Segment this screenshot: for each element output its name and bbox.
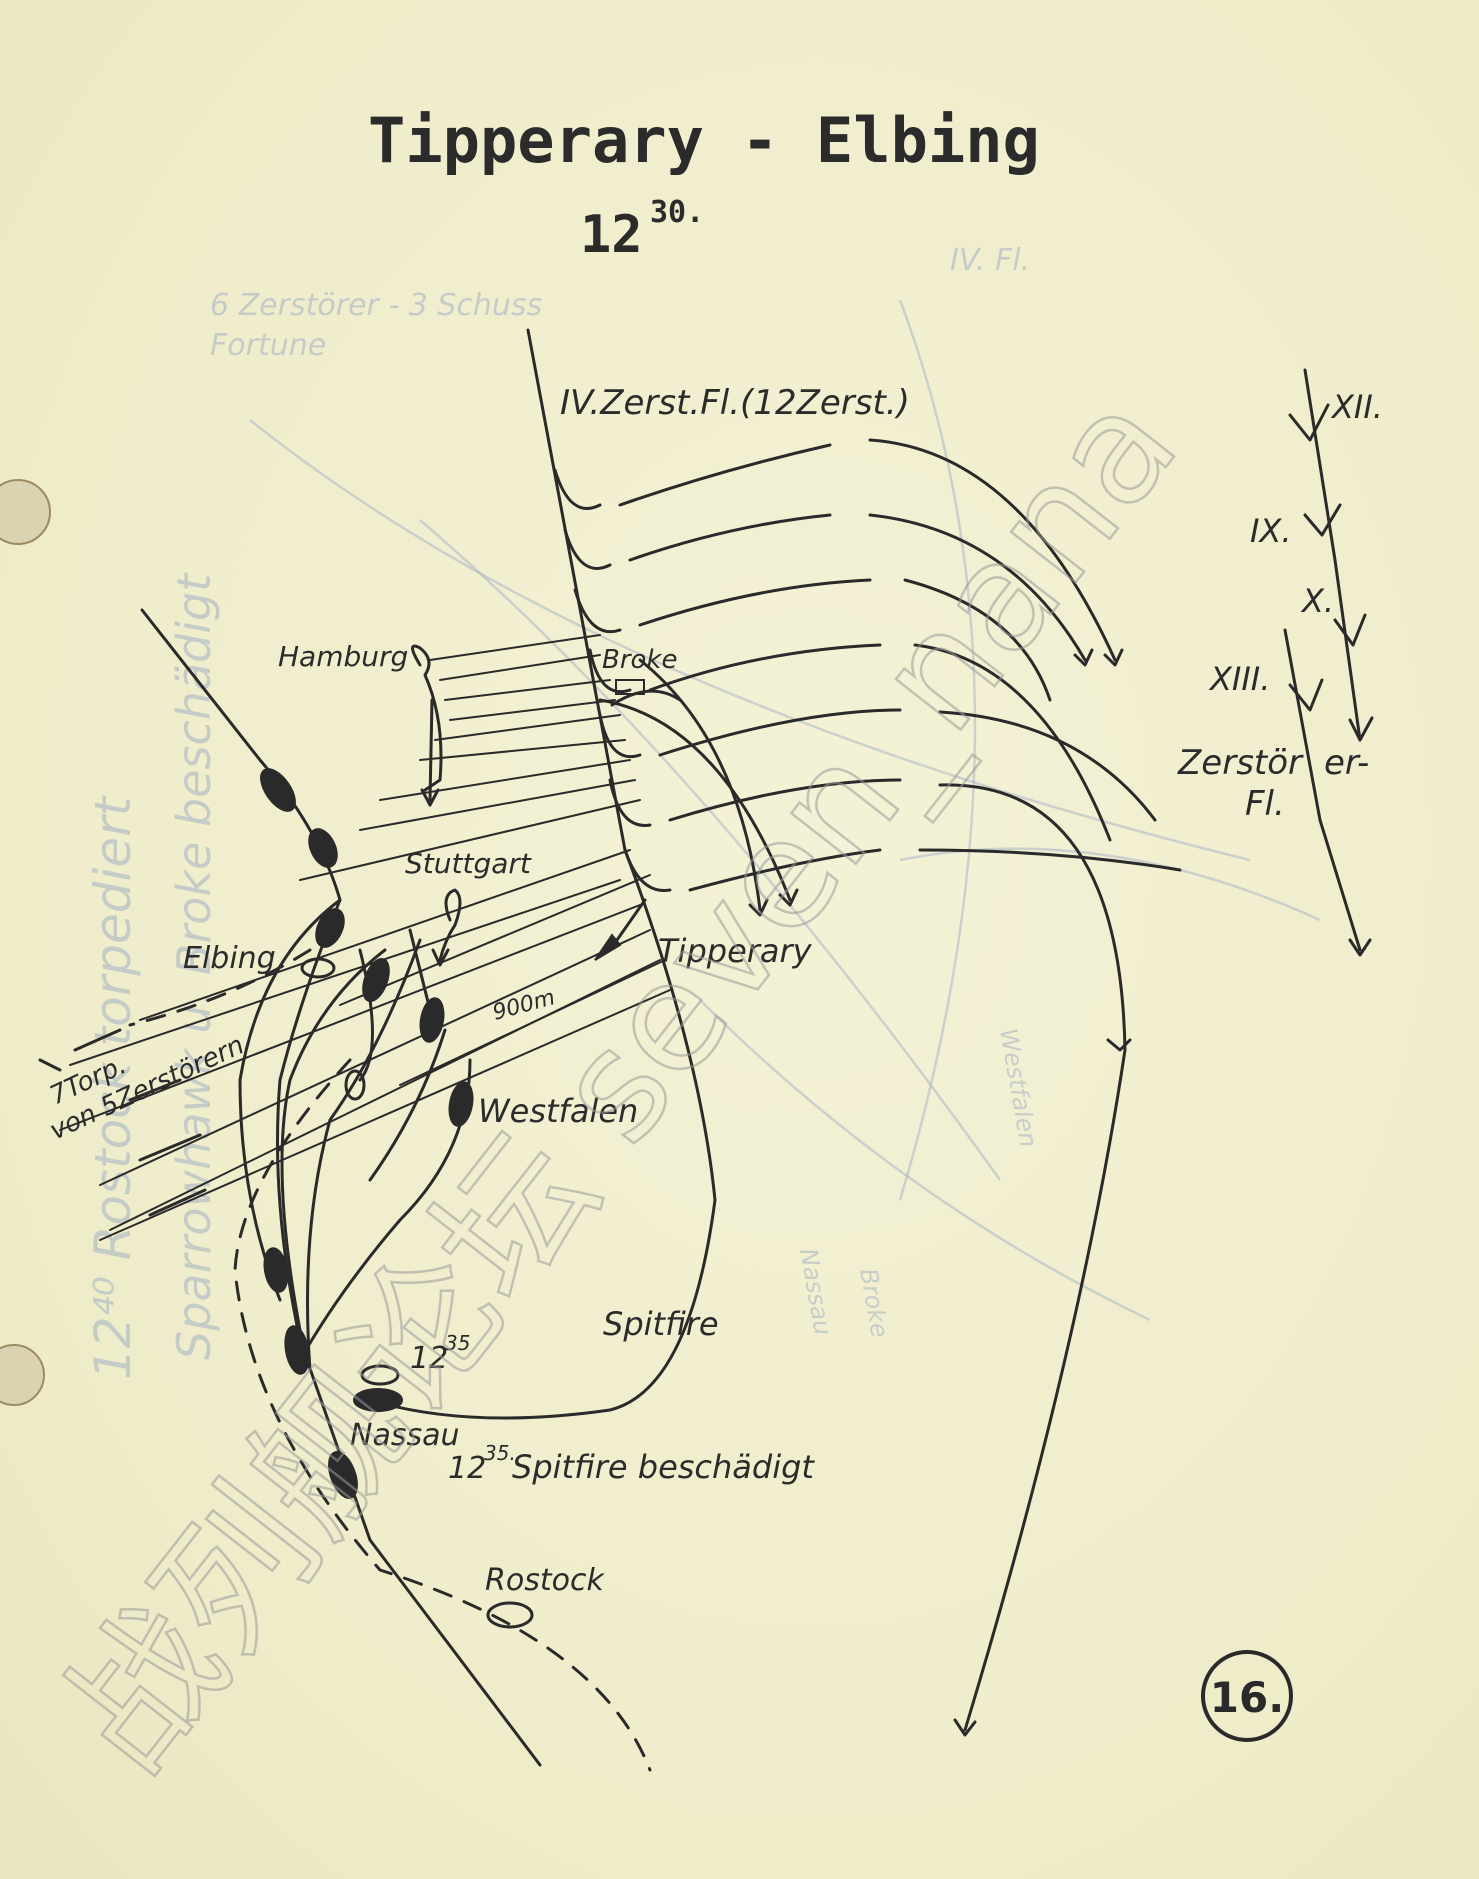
page-number: 16. bbox=[1210, 1673, 1284, 1722]
title-time: 12 bbox=[580, 205, 643, 265]
label-distance: 900m bbox=[490, 985, 558, 1026]
bleed-through-layer: 12⁴⁰ Rostock torpediert Sparrowhawk u. B… bbox=[84, 243, 1321, 1380]
page-number-circle bbox=[1201, 1650, 1293, 1742]
broke-track bbox=[610, 689, 682, 707]
label-zerstoerer-2: er- bbox=[1324, 743, 1369, 783]
label-flotilla-xii: XII. bbox=[1330, 388, 1383, 426]
label-broke: Broke bbox=[602, 645, 678, 675]
bleed-text-2: Sparrowhawk u. Broke beschädigt bbox=[167, 572, 221, 1360]
bleed-text-4: 6 Zerstörer - 3 Schuss bbox=[210, 288, 542, 323]
label-rostock: Rostock bbox=[485, 1563, 605, 1598]
bleed-text-1: 12⁴⁰ Rostock torpediert bbox=[84, 794, 142, 1380]
label-nassau: Nassau bbox=[350, 1418, 459, 1453]
label-elbing: Elbing bbox=[183, 941, 276, 976]
label-flotilla-x: X. bbox=[1300, 582, 1334, 620]
punch-hole-bottom bbox=[0, 1344, 45, 1406]
hamburg-arrow-line bbox=[428, 698, 434, 802]
torpedo-tracks bbox=[38, 1028, 207, 1217]
label-westfalen: Westfalen bbox=[478, 1092, 638, 1130]
spitfire-ship bbox=[360, 1364, 400, 1386]
bleed-text-8: Broke bbox=[854, 1266, 894, 1339]
label-spitfire-dmg-sup: 35. bbox=[484, 1441, 516, 1465]
label-flotilla-ix: IX. bbox=[1250, 512, 1292, 550]
label-time2: 12 bbox=[410, 1341, 448, 1376]
diagram-title: Tipperary - Elbing bbox=[368, 104, 1040, 177]
label-spitfire-damaged: Spitfire beschädigt bbox=[512, 1448, 815, 1486]
rostock-ship bbox=[486, 1601, 534, 1629]
label-spitfire-dmg-time: 12 bbox=[448, 1451, 486, 1486]
punch-hole-top bbox=[0, 479, 51, 545]
bleed-text-5: Fortune bbox=[210, 328, 326, 363]
label-tipperary: Tipperary bbox=[658, 932, 813, 970]
firing-lines bbox=[59, 634, 671, 1241]
label-iv-flotilla: IV.Zerst.Fl.(12Zerst.) bbox=[560, 383, 910, 423]
german-tracks bbox=[128, 898, 652, 1772]
stuttgart-track bbox=[438, 888, 462, 962]
german-ships bbox=[260, 768, 474, 1499]
label-zerstoerer-1: Zerstör bbox=[1177, 743, 1304, 783]
title-time-superscript: 30. bbox=[650, 195, 704, 230]
hamburg-track bbox=[411, 644, 443, 792]
label-zerstoerer-3: Fl. bbox=[1245, 784, 1285, 824]
label-spitfire: Spitfire bbox=[603, 1305, 719, 1343]
right-flotilla-column bbox=[1283, 368, 1374, 957]
british-destroyer-tracks bbox=[553, 438, 1182, 1737]
label-hamburg: Hamburg bbox=[278, 640, 408, 673]
label-time2-sup: 35 bbox=[445, 1331, 470, 1355]
bleed-text-7: Nassau bbox=[794, 1246, 837, 1337]
label-stuttgart: Stuttgart bbox=[405, 847, 532, 880]
elbing-ship-2 bbox=[344, 1069, 366, 1101]
label-flotilla-xiii: XIII. bbox=[1208, 660, 1270, 698]
bleed-text-6: Westfalen bbox=[994, 1026, 1042, 1149]
bleed-text-3: IV. Fl. bbox=[950, 243, 1030, 278]
tipperary-arrowhead bbox=[594, 933, 622, 961]
